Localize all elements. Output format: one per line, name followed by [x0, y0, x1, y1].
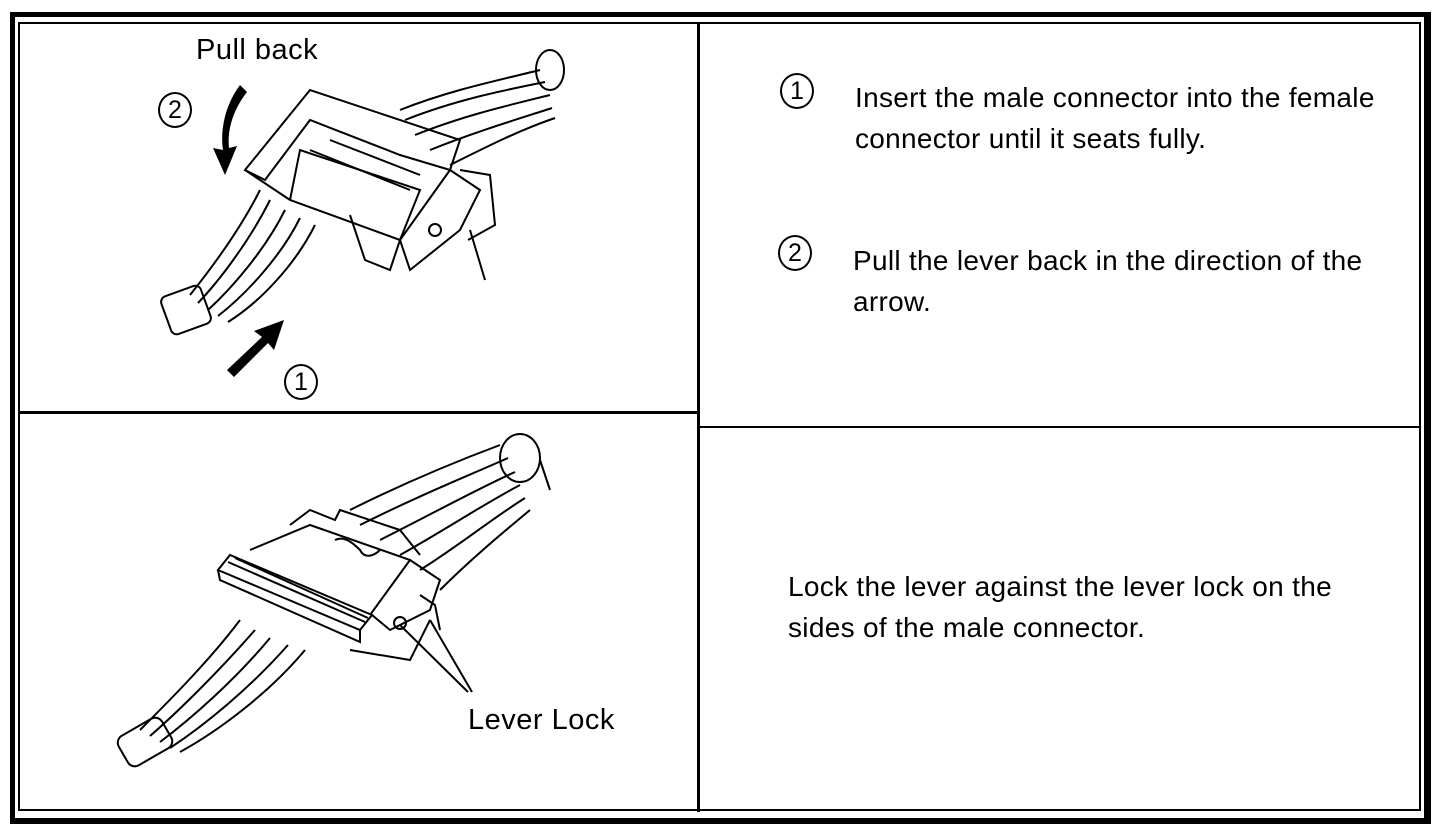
outer-frame	[10, 12, 1431, 824]
step2-marker: 2	[158, 92, 192, 128]
instruction-step1-marker: 1	[780, 73, 814, 109]
step1-marker: 1	[284, 364, 318, 400]
instruction-step2-text: Pull the lever back in the direction of …	[853, 245, 1363, 317]
row-divider-left	[18, 411, 699, 414]
connector-illustration	[160, 49, 565, 336]
lever-lock-label: Lever Lock	[468, 704, 615, 736]
table-border	[18, 22, 1421, 811]
arrow-insert-icon	[227, 320, 284, 377]
pull-back-label: Pull back	[196, 34, 319, 66]
instruction-step1-text: Insert the male connector into the femal…	[855, 82, 1375, 154]
arrow-pull-back-icon	[213, 85, 247, 175]
instruction-step3-text: Lock the lever against the lever lock on…	[788, 571, 1332, 643]
column-divider	[697, 22, 700, 812]
instruction-step2-marker: 2	[778, 235, 812, 271]
locked-connector-illustration	[116, 433, 551, 768]
row-divider-right	[699, 426, 1421, 428]
